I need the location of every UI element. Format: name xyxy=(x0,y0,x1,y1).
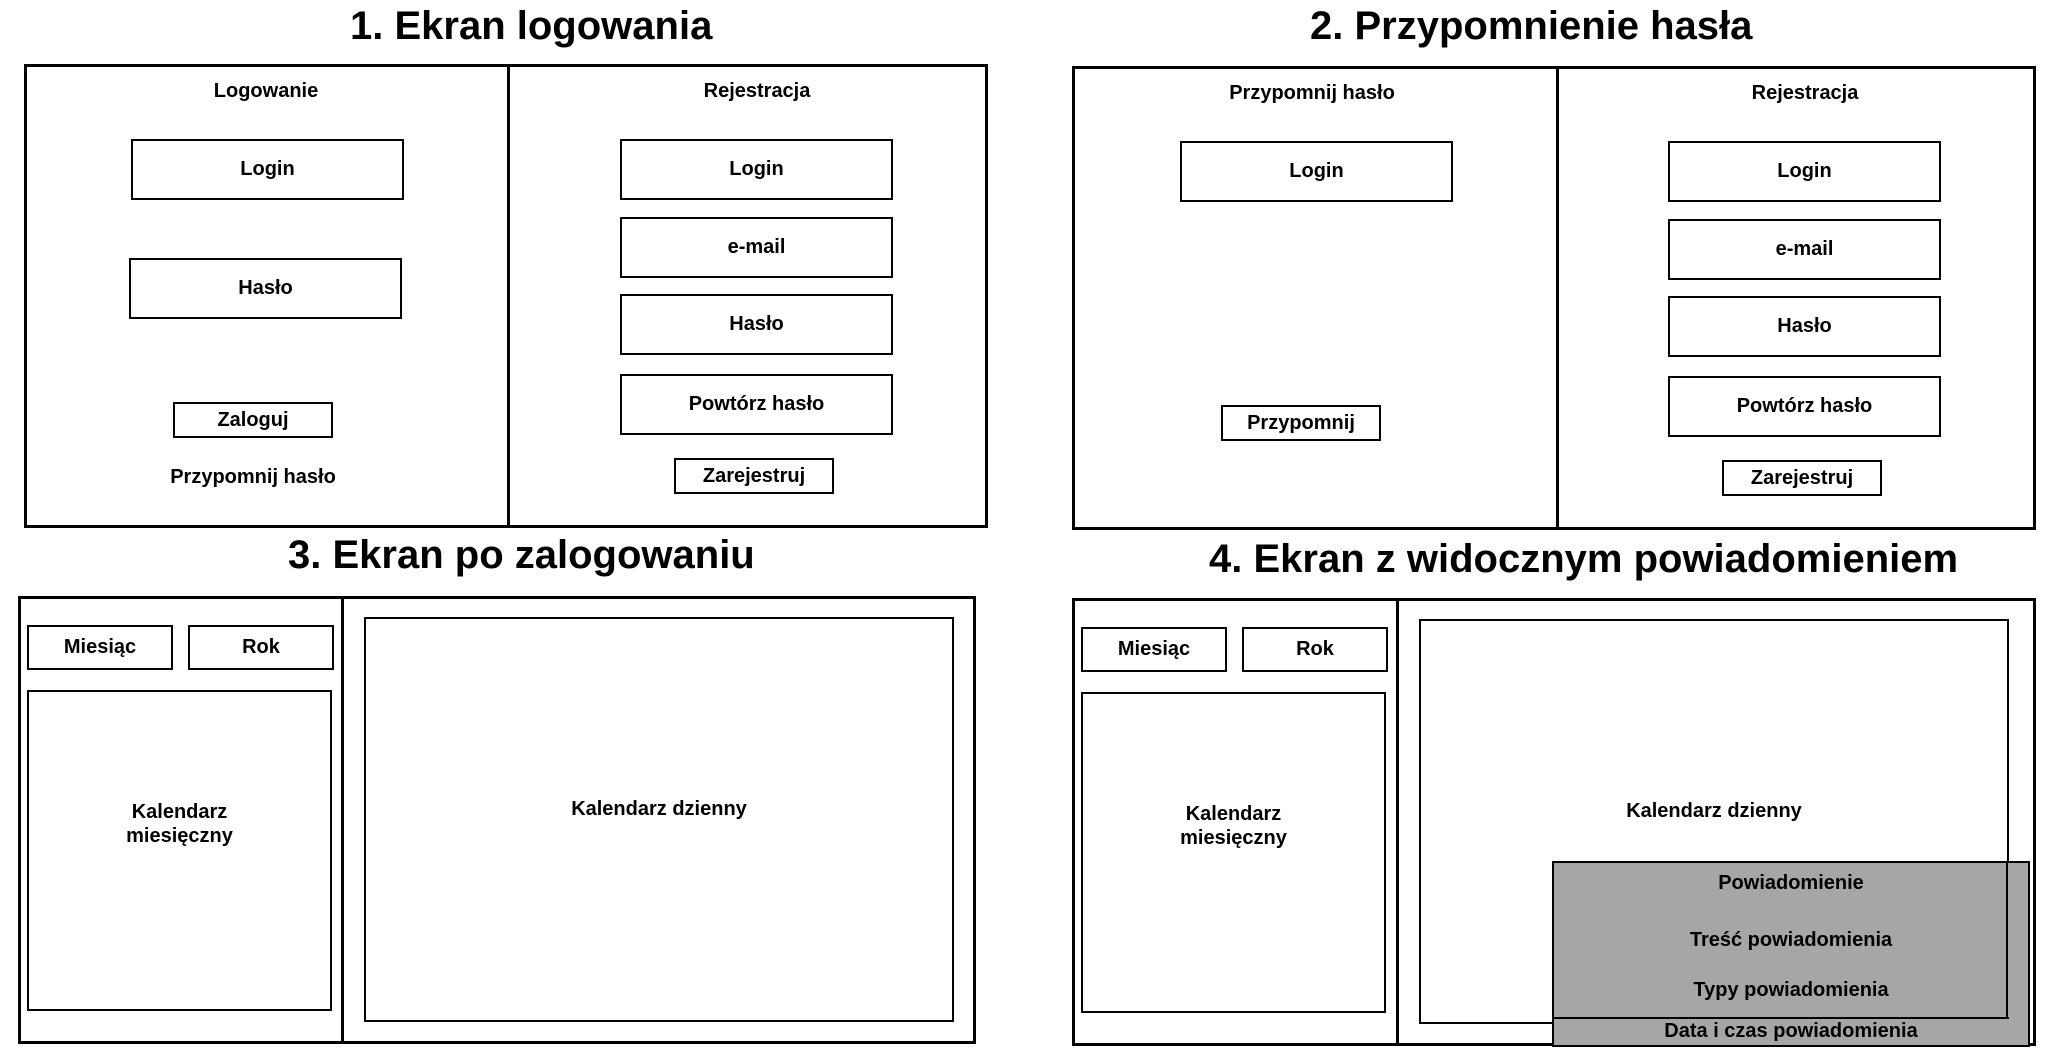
register-repeat-password-field[interactable]: Powtórz hasło xyxy=(620,374,893,435)
remind-register-button[interactable]: Zarejestruj xyxy=(1722,460,1882,496)
notification-monthly-calendar-label-line1: Kalendarz xyxy=(1185,803,1282,825)
month-select[interactable]: Miesiąc xyxy=(27,625,173,670)
year-select[interactable]: Rok xyxy=(188,625,334,670)
notification-popup[interactable] xyxy=(1552,861,2030,1047)
remind-register-password-field[interactable]: Hasło xyxy=(1668,296,1941,357)
notification-daily-calendar-label: Kalendarz dzienny xyxy=(1626,800,1802,822)
notification-monthly-calendar-label: Kalendarz miesięczny xyxy=(1081,802,1386,850)
notification-popup-types: Typy powiadomienia xyxy=(1693,979,1889,1001)
monthly-calendar[interactable] xyxy=(27,690,332,1011)
login-field[interactable]: Login xyxy=(131,139,404,200)
remind-register-panel-heading: Rejestracja xyxy=(1751,82,1859,104)
monthly-calendar-label: Kalendarz miesięczny xyxy=(27,800,332,848)
notification-year-select[interactable]: Rok xyxy=(1242,627,1388,672)
register-panel-heading: Rejestracja xyxy=(703,80,811,102)
remind-register-repeat-password-field[interactable]: Powtórz hasło xyxy=(1668,376,1941,437)
daily-calendar-bottom-through-popup xyxy=(1552,1017,2009,1019)
remind-screen-title: 2. Przypomnienie hasła xyxy=(1310,4,1753,48)
register-email-field[interactable]: e-mail xyxy=(620,217,893,278)
notification-popup-datetime: Data i czas powiadomienia xyxy=(1664,1020,1918,1042)
password-field[interactable]: Hasło xyxy=(129,258,402,319)
monthly-calendar-label-line1: Kalendarz xyxy=(131,801,228,823)
daily-calendar-label: Kalendarz dzienny xyxy=(571,798,747,820)
notification-screen-divider xyxy=(1396,598,1399,1046)
notification-monthly-calendar[interactable] xyxy=(1081,692,1386,1013)
monthly-calendar-label-line2: miesięczny xyxy=(126,825,233,847)
daily-calendar-edge-through-popup xyxy=(2006,861,2008,1019)
notification-screen-title: 4. Ekran z widocznym powiadomieniem xyxy=(1209,537,1959,581)
register-button[interactable]: Zarejestruj xyxy=(674,458,834,494)
remind-panel-heading: Przypomnij hasło xyxy=(1229,82,1395,104)
remind-screen-frame xyxy=(1072,66,2036,530)
login-screen-title: 1. Ekran logowania xyxy=(350,4,713,48)
logged-in-screen-title: 3. Ekran po zalogowaniu xyxy=(288,533,755,577)
logged-in-screen-frame xyxy=(18,596,976,1044)
remind-login-field[interactable]: Login xyxy=(1180,141,1453,202)
login-button[interactable]: Zaloguj xyxy=(173,402,333,438)
remind-screen-divider xyxy=(1556,66,1559,530)
notification-popup-heading: Powiadomienie xyxy=(1718,872,1864,894)
login-panel-heading: Logowanie xyxy=(213,80,319,102)
login-screen-frame xyxy=(24,64,988,528)
logged-in-screen-divider xyxy=(341,596,344,1044)
notification-popup-content: Treść powiadomienia xyxy=(1689,929,1893,951)
remind-password-link[interactable]: Przypomnij hasło xyxy=(170,466,336,488)
register-login-field[interactable]: Login xyxy=(620,139,893,200)
remind-button[interactable]: Przypomnij xyxy=(1221,405,1381,441)
notification-monthly-calendar-label-line2: miesięczny xyxy=(1180,827,1287,849)
daily-calendar[interactable] xyxy=(364,617,954,1022)
login-screen-divider xyxy=(507,64,510,528)
remind-register-login-field[interactable]: Login xyxy=(1668,141,1941,202)
notification-month-select[interactable]: Miesiąc xyxy=(1081,627,1227,672)
register-password-field[interactable]: Hasło xyxy=(620,294,893,355)
remind-register-email-field[interactable]: e-mail xyxy=(1668,219,1941,280)
